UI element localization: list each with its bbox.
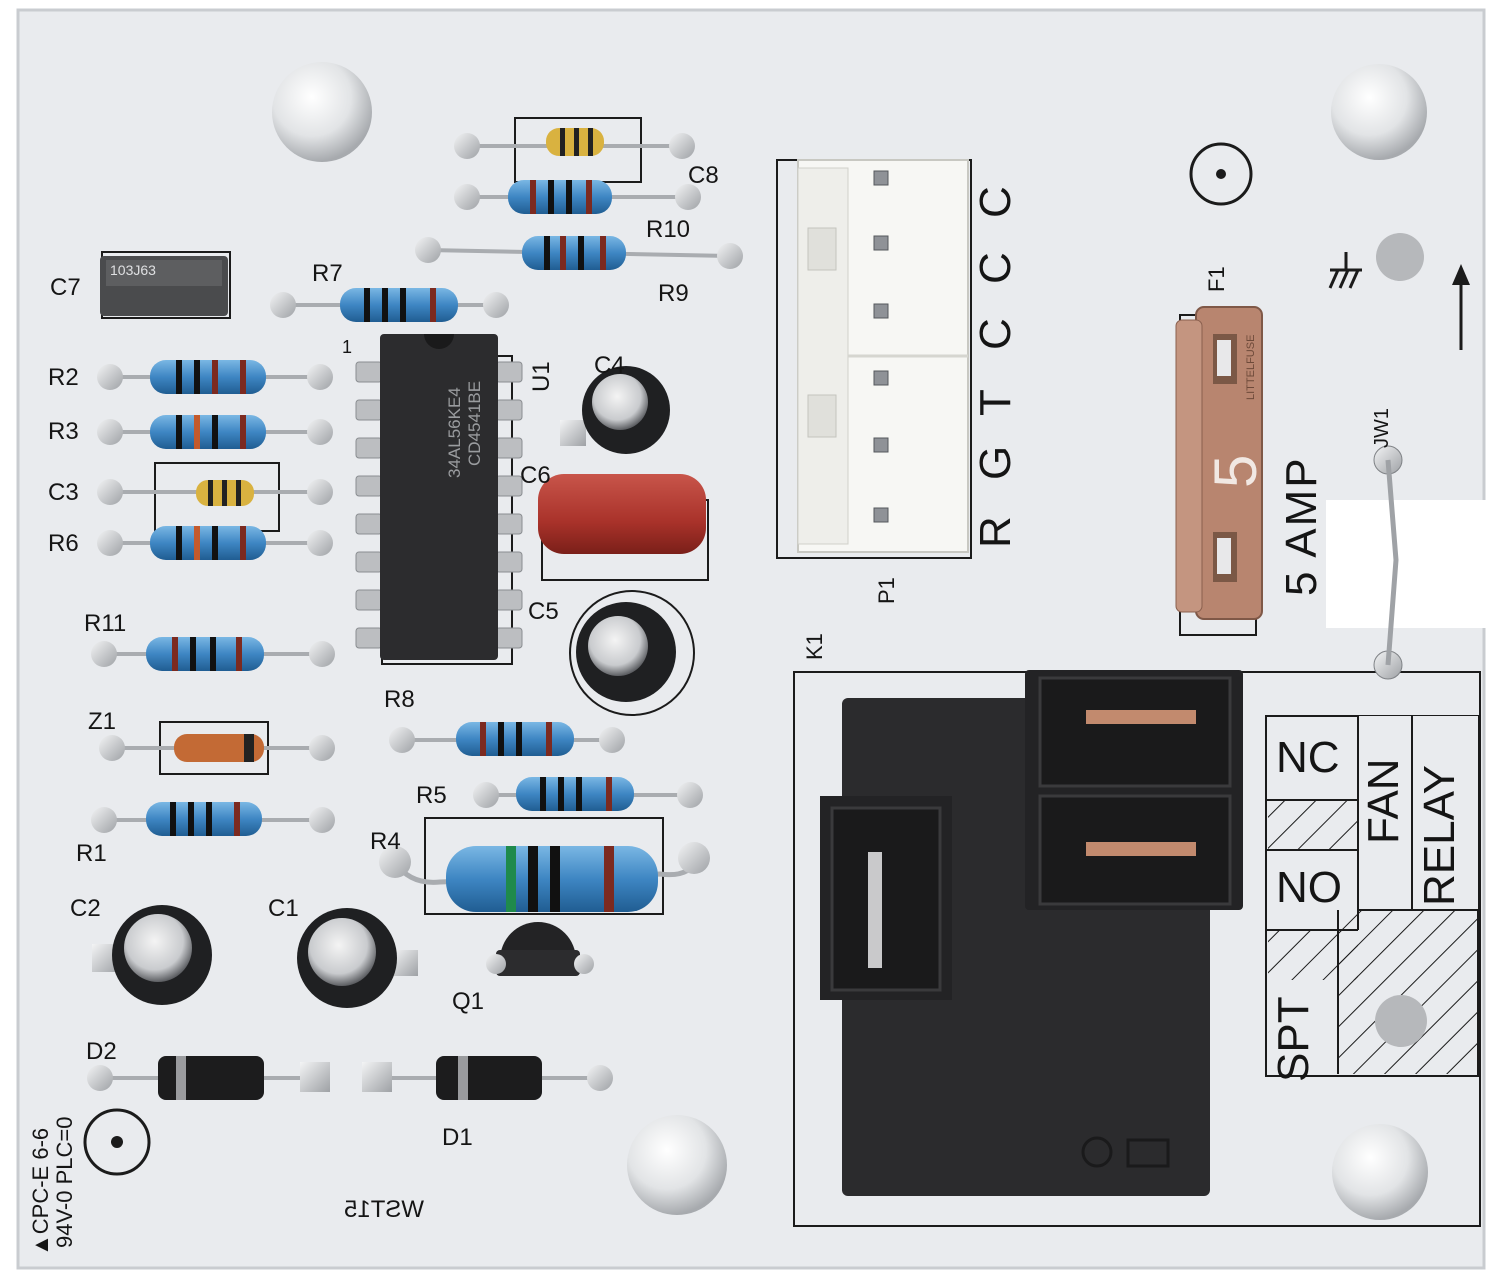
resistor-r2 xyxy=(97,360,333,394)
label-r2: R2 xyxy=(48,364,79,391)
terminal-connector-p1 xyxy=(797,159,969,553)
capacitor-c7 xyxy=(100,256,228,316)
capacitor-c6 xyxy=(538,474,706,554)
chip-marking-line2: CD4541BE xyxy=(465,380,484,466)
label-c1: C1 xyxy=(268,895,299,922)
label-f1: F1 xyxy=(1204,266,1229,292)
resistor-r7 xyxy=(270,288,509,322)
zener-diode-z1 xyxy=(99,734,335,762)
resistor-r9 xyxy=(415,236,743,270)
resistor-r6 xyxy=(97,526,333,560)
resistor-r1 xyxy=(91,802,335,836)
jumper-wire-jw1 xyxy=(1373,445,1403,680)
chip-marking-line1: 34AL56KE4 xyxy=(445,387,464,478)
label-fan: FAN xyxy=(1359,758,1408,844)
label-nc: NC xyxy=(1276,733,1340,782)
label-p1: P1 xyxy=(874,577,899,604)
label-r11: R11 xyxy=(84,610,127,637)
label-r10: R10 xyxy=(646,216,691,243)
label-d1: D1 xyxy=(442,1124,473,1151)
fiducial-mark xyxy=(83,1108,151,1176)
label-r6: R6 xyxy=(48,530,79,557)
terminal-label-g: G xyxy=(971,443,1020,480)
diode-d1 xyxy=(362,1056,613,1100)
capacitor-c1 xyxy=(297,908,418,1008)
label-pin1: 1 xyxy=(342,337,353,357)
resistor-r3 xyxy=(97,415,333,449)
label-relay: RELAY xyxy=(1415,764,1464,906)
pcb-substrate xyxy=(16,8,1486,1270)
label-c3: C3 xyxy=(48,479,79,506)
label-c5: C5 xyxy=(528,598,559,625)
mounting-hole xyxy=(1332,1124,1428,1220)
cert-line-2: 94V-0 PLC=0 xyxy=(52,1116,77,1248)
resistor-r8 xyxy=(389,722,625,756)
label-spt: SPT xyxy=(1269,996,1318,1082)
label-r8: R8 xyxy=(384,686,415,713)
label-jw1: JW1 xyxy=(1371,408,1393,448)
edge-cutout xyxy=(1326,500,1496,628)
fuse-brand: LITTELFUSE xyxy=(1245,334,1257,400)
label-r4: R4 xyxy=(370,828,401,855)
board-id: WST15 xyxy=(344,1196,425,1223)
label-z1: Z1 xyxy=(88,708,117,735)
label-q1: Q1 xyxy=(452,988,485,1015)
cert-line-1: ▲CPC-E 6-6 xyxy=(28,1127,53,1256)
label-d2: D2 xyxy=(86,1038,117,1065)
via-hole xyxy=(1376,233,1424,281)
blade-fuse-f1 xyxy=(1175,306,1263,620)
fiducial-mark xyxy=(111,1136,123,1148)
up-arrow-icon xyxy=(1452,264,1470,350)
label-c7: C7 xyxy=(50,274,81,301)
diode-d2 xyxy=(87,1056,330,1100)
fiducial-mark xyxy=(1216,169,1226,179)
mounting-hole xyxy=(272,62,372,162)
terminal-label-t: T xyxy=(971,387,1020,416)
label-k1: K1 xyxy=(802,633,827,660)
relay-label-panel xyxy=(1265,715,1479,1077)
relay-k1 xyxy=(820,670,1243,1196)
fuse-value: 5 xyxy=(1202,454,1269,488)
resistor-r5 xyxy=(473,777,703,811)
label-c4: C4 xyxy=(594,352,625,379)
capacitor-c4 xyxy=(560,366,670,454)
capacitor-c5 xyxy=(569,590,695,716)
fiducial-mark xyxy=(1189,142,1253,206)
terminal-label-c3: C xyxy=(971,316,1020,350)
ground-symbol xyxy=(1328,252,1362,289)
label-c8: C8 xyxy=(688,162,719,189)
terminal-label-c2: C xyxy=(971,250,1020,284)
label-c2: C2 xyxy=(70,895,101,922)
label-r7: R7 xyxy=(312,260,343,287)
label-r3: R3 xyxy=(48,418,79,445)
resistor-r4 xyxy=(379,842,710,912)
mounting-hole xyxy=(627,1115,727,1215)
board-id-text: WST15 xyxy=(344,1196,425,1223)
label-r5: R5 xyxy=(416,782,447,809)
label-r1: R1 xyxy=(76,840,107,867)
resistor-r11 xyxy=(91,637,335,671)
mounting-hole xyxy=(1331,64,1427,160)
label-r9: R9 xyxy=(658,280,689,307)
label-u1: U1 xyxy=(528,361,555,392)
resistors xyxy=(91,180,743,912)
ic-chip-u1 xyxy=(355,334,523,660)
c7-marking: 103J63 xyxy=(110,262,156,278)
resistor-r10 xyxy=(454,180,701,214)
label-c6: C6 xyxy=(520,462,551,489)
terminal-label-r: R xyxy=(971,514,1020,548)
transistor-q1 xyxy=(486,922,594,976)
label-no: NO xyxy=(1276,863,1342,912)
fuse-rating: 5 AMP xyxy=(1277,456,1326,596)
capacitor-c8 xyxy=(454,128,695,159)
capacitor-c2 xyxy=(92,905,212,1005)
capacitor-c3 xyxy=(97,479,333,506)
terminal-label-c1: C xyxy=(971,184,1020,218)
